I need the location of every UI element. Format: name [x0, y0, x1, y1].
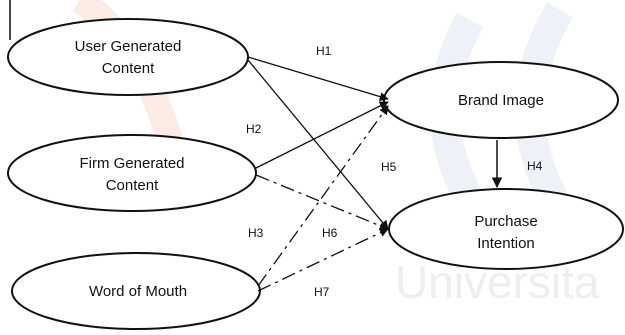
edge-h6-wom-to-brand — [257, 105, 389, 287]
node-purchase-label-line1: Purchase — [474, 213, 537, 230]
node-purchase-label-line2: Intention — [477, 235, 535, 252]
edge-h1-ugc-to-brand — [247, 56, 389, 102]
label-h3: H3 — [248, 226, 264, 240]
label-h2: H2 — [246, 122, 262, 136]
edge-h3-fgc-to-purchase — [255, 174, 389, 231]
label-h1: H1 — [316, 44, 332, 58]
label-h5: H5 — [381, 160, 397, 174]
node-firm-generated-content — [7, 134, 257, 212]
node-ugc-label-line1: User Generated — [75, 38, 182, 55]
node-purchase-intention — [388, 188, 624, 270]
label-h7: H7 — [314, 285, 330, 299]
node-user-generated-content — [7, 18, 249, 96]
edge-h5-ugc-to-purchase — [247, 59, 389, 230]
node-ugc-label-line2: Content — [102, 60, 155, 77]
node-fgc-label-line1: Firm Generated — [79, 155, 184, 172]
label-h6: H6 — [322, 226, 338, 240]
edge-h7-wom-to-purchase — [257, 228, 389, 292]
label-h4: H4 — [527, 159, 543, 173]
node-word-of-mouth — [11, 252, 261, 330]
edge-h2-fgc-to-brand — [255, 101, 389, 169]
node-fgc-label-line2: Content — [106, 177, 159, 194]
node-brand-image-label: Brand Image — [458, 92, 544, 109]
node-wom-label: Word of Mouth — [89, 283, 187, 300]
